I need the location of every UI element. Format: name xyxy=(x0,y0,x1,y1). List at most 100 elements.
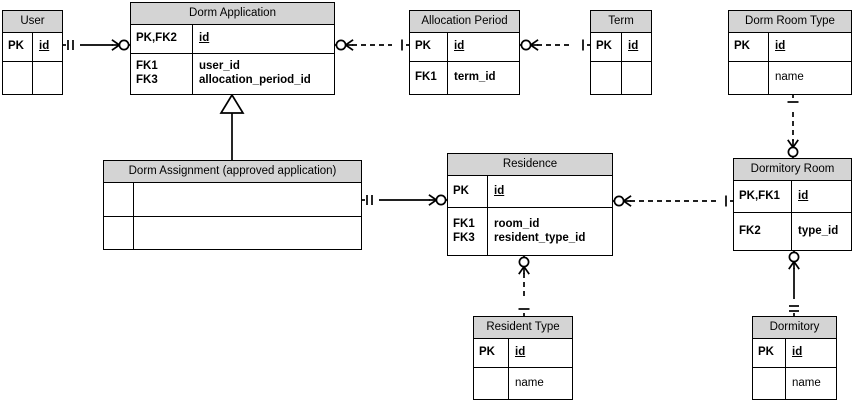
cardinality-circle-dorm-application-to-allocation-period-from xyxy=(335,39,347,51)
crow-up-allocation-period-to-term-from xyxy=(530,44,539,51)
relationship-dorm-assignment-to-residence xyxy=(362,194,447,206)
key-column-dorm-application-0: PK,FK2 xyxy=(131,25,193,53)
crow-dn-dorm-room-type-to-dormitory-room-to xyxy=(787,139,794,148)
key-label: FK3 xyxy=(136,74,158,86)
attribute-column-term-1 xyxy=(622,62,651,94)
crow-dn-dorm-assignment-to-residence-to xyxy=(428,199,437,206)
key-column-dorm-room-type-0: PK xyxy=(729,33,769,61)
key-column-dorm-assignment-1 xyxy=(104,217,134,249)
attribute-label: id xyxy=(454,40,465,53)
entity-title-term: Term xyxy=(591,11,651,33)
attribute-column-dorm-room-type-1: name xyxy=(769,62,851,94)
attribute-column-resident-type-1: name xyxy=(509,368,572,399)
relationship-dorm-application-to-allocation-period xyxy=(335,39,409,51)
key-column-term-1 xyxy=(591,62,622,94)
attribute-label: id xyxy=(199,32,210,45)
key-label: PK,FK2 xyxy=(136,32,177,45)
entity-body-dorm-assignment xyxy=(104,183,361,249)
cardinality-circle-dorm-room-type-to-dormitory-room-to xyxy=(787,146,799,158)
entity-title-dorm-assignment: Dorm Assignment (approved application) xyxy=(104,161,361,183)
key-column-dormitory-room-0: PK,FK1 xyxy=(734,181,792,212)
crow-up-residence-to-resident-type-from xyxy=(518,266,525,275)
attribute-label: term_id xyxy=(454,71,496,84)
crow-up-dorm-application-to-allocation-period-from xyxy=(345,44,354,51)
key-column-dorm-room-type-1 xyxy=(729,62,769,94)
key-column-resident-type-1 xyxy=(474,368,509,399)
entity-title-allocation-period: Allocation Period xyxy=(410,11,519,33)
crow-dn-residence-to-resident-type-from xyxy=(523,266,530,275)
entity-section-user-1 xyxy=(3,61,62,94)
entity-section-resident-type-0: PK id xyxy=(474,339,572,367)
key-column-dormitory-0: PK xyxy=(753,339,786,367)
attribute-column-dormitory-room-1: type_id xyxy=(792,213,851,250)
attribute-label: allocation_period_id xyxy=(199,74,311,86)
attribute-label: name xyxy=(775,71,804,84)
key-label: PK xyxy=(8,40,24,53)
entity-section-dorm-application-0: PK,FK2 id xyxy=(131,25,334,53)
entity-section-dorm-room-type-1: name xyxy=(729,61,851,94)
entity-body-resident-type: PK id name xyxy=(474,339,572,399)
relationship-user-to-dorm-application xyxy=(63,39,130,51)
key-label: PK xyxy=(596,40,612,53)
attribute-column-dormitory-1: name xyxy=(786,368,836,399)
key-label: PK xyxy=(758,346,774,359)
entity-section-user-0: PK id xyxy=(3,33,62,61)
entity-title-resident-type: Resident Type xyxy=(474,317,572,339)
attribute-label: room_id xyxy=(494,217,540,230)
cardinality-circle-residence-to-resident-type-from xyxy=(518,256,530,268)
attribute-label: id xyxy=(494,184,505,197)
entity-title-user: User xyxy=(3,11,62,33)
entity-title-dorm-room-type: Dorm Room Type xyxy=(729,11,851,33)
entity-title-dormitory: Dormitory xyxy=(753,317,836,339)
key-column-residence-0: PK xyxy=(448,176,488,207)
entity-section-dorm-assignment-1 xyxy=(104,216,361,249)
cardinality-circle-dormitory-room-to-dormitory-from xyxy=(788,251,800,263)
attribute-column-dorm-assignment-0 xyxy=(134,183,361,216)
key-label: PK xyxy=(453,184,469,197)
attribute-label: id xyxy=(798,189,809,202)
attribute-column-dormitory-room-0: id xyxy=(792,181,851,212)
entity-section-term-0: PK id xyxy=(591,33,651,61)
attribute-label: user_id xyxy=(199,60,240,73)
inheritance-triangle xyxy=(219,93,245,114)
entity-dorm-assignment[interactable]: Dorm Assignment (approved application) xyxy=(103,160,362,250)
crow-up-residence-to-dormitory-room-from xyxy=(623,200,632,207)
attribute-column-dorm-assignment-1 xyxy=(134,217,361,249)
attribute-column-term-0: id xyxy=(622,33,651,61)
attribute-label: id xyxy=(39,40,50,53)
key-label: PK xyxy=(479,346,495,359)
cardinality-circle-dorm-assignment-to-residence-to xyxy=(435,194,447,206)
attribute-column-dorm-application-0: id xyxy=(193,25,334,53)
key-column-user-0: PK xyxy=(3,33,33,61)
entity-title-residence: Residence xyxy=(448,154,612,176)
relationship-dorm-room-type-to-dormitory-room xyxy=(787,95,799,158)
crow-dn-residence-to-dormitory-room-from xyxy=(623,195,632,202)
crow-up-dorm-assignment-to-residence-to xyxy=(428,194,437,201)
entity-section-resident-type-1: name xyxy=(474,367,572,399)
key-label: PK xyxy=(734,40,750,53)
entity-section-allocation-period-0: PK id xyxy=(410,33,519,61)
attribute-column-user-1 xyxy=(33,62,62,94)
attribute-column-resident-type-0: id xyxy=(509,339,572,367)
key-label: PK xyxy=(415,40,431,53)
attribute-label: id xyxy=(515,346,526,359)
